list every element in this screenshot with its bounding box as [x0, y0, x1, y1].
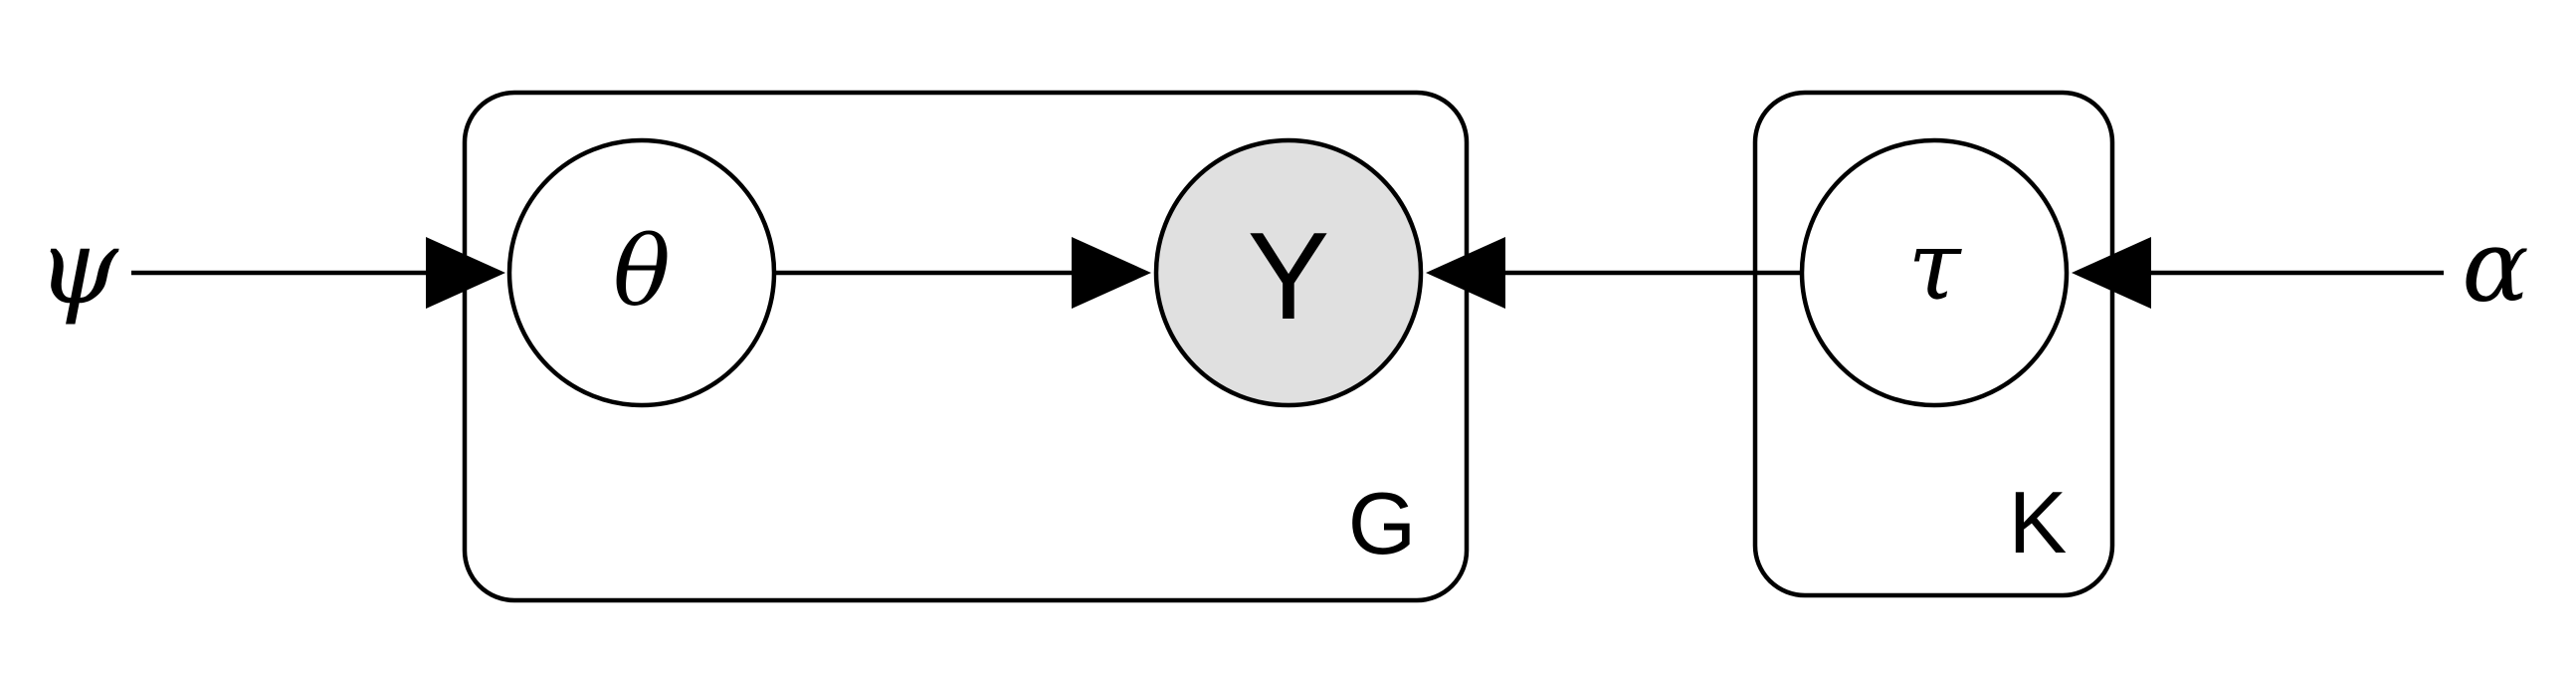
node-tau-label: τ: [1907, 210, 1962, 322]
node-y-circle: [1153, 137, 1424, 408]
plate-g: G: [462, 90, 1470, 603]
arrowhead-tau-to-y: [1426, 237, 1505, 309]
node-y: Y: [1153, 137, 1424, 408]
hyperparameter-alpha-label: α: [2462, 208, 2529, 325]
node-tau: τ: [1799, 137, 2070, 408]
plate-k: K: [1752, 90, 2115, 598]
arrowhead-theta-to-y: [1072, 237, 1151, 309]
node-theta: θ: [506, 137, 777, 408]
arrowhead-psi-to-theta: [426, 237, 505, 309]
node-theta-circle: [506, 137, 777, 408]
node-theta-label: θ: [613, 216, 671, 328]
plate-g-label: G: [1348, 474, 1416, 572]
edges: [131, 237, 2444, 309]
node-y-label: Y: [1248, 208, 1330, 345]
arrowhead-alpha-to-tau: [2072, 237, 2151, 309]
plate-k-label: K: [2009, 473, 2068, 571]
plate-g-frame: [462, 90, 1470, 603]
plate-k-frame: [1752, 90, 2115, 598]
node-tau-circle: [1799, 137, 2070, 408]
hyperparameter-psi-label: ψ: [37, 206, 119, 328]
